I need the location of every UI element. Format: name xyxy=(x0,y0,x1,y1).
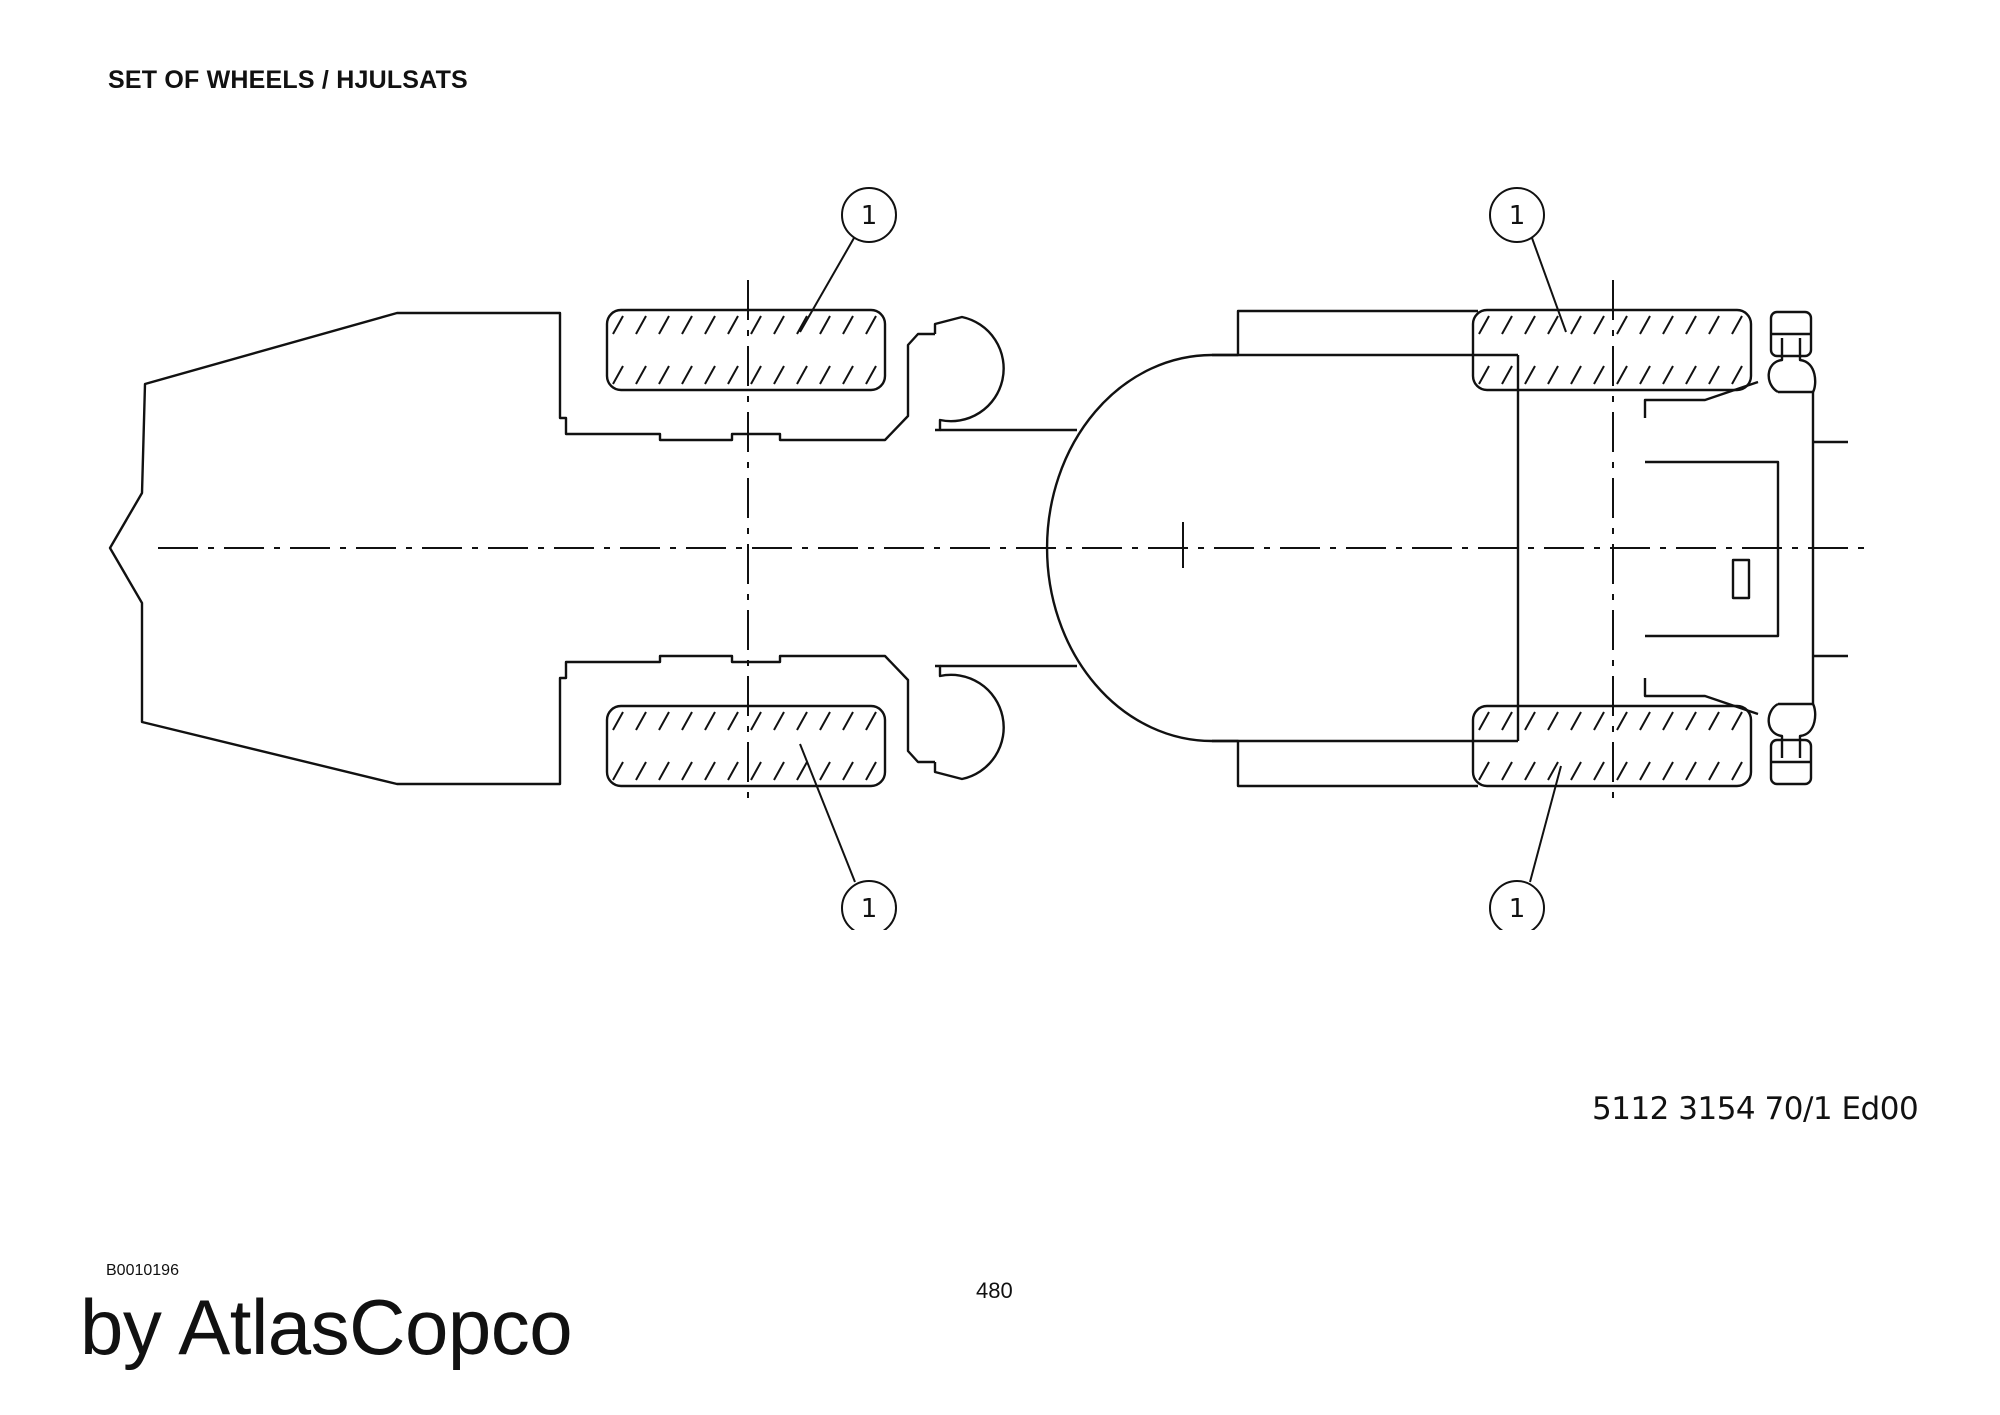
rear-frame xyxy=(1045,309,1520,788)
page-number: 480 xyxy=(976,1278,1013,1303)
lower-lamp-post xyxy=(1767,702,1817,758)
centerlines xyxy=(158,280,1870,808)
callout-rear-upper: 1 xyxy=(1489,187,1567,333)
document-reference: 5112 3154 70/1 Ed00 xyxy=(1592,1091,1919,1127)
callouts: 1 1 1 1 xyxy=(799,187,1567,944)
tires xyxy=(605,308,1753,788)
callout-label: 1 xyxy=(1509,894,1526,924)
image-id: B0010196 xyxy=(106,1262,179,1279)
rear-dome xyxy=(1045,353,1213,743)
front-upper-step xyxy=(556,311,935,442)
front-lower-step xyxy=(556,654,935,786)
bumper-slot xyxy=(1731,558,1751,600)
upper-hitch-lobe xyxy=(933,315,1005,432)
tire-rear-lower xyxy=(1471,704,1753,788)
tire-front-upper xyxy=(605,308,887,392)
front-frame xyxy=(108,311,1005,786)
rear-bumper xyxy=(1643,310,1848,786)
bumper-inner-box xyxy=(1645,460,1780,638)
callout-rear-lower: 1 xyxy=(1489,765,1562,936)
tire-rear-upper xyxy=(1471,308,1753,392)
callout-front-upper: 1 xyxy=(799,187,897,333)
callout-label: 1 xyxy=(861,201,878,231)
lower-hitch-lobe xyxy=(933,664,1005,781)
upper-lamp-post xyxy=(1767,338,1817,394)
callout-front-lower: 1 xyxy=(799,743,897,936)
bumper-lower-bracket xyxy=(1643,678,1759,716)
callout-label: 1 xyxy=(1509,201,1526,231)
callout-label: 1 xyxy=(861,894,878,924)
tire-front-lower xyxy=(605,704,887,788)
front-frame-outline xyxy=(108,311,556,786)
page-title: SET OF WHEELS / HJULSATS xyxy=(108,66,468,94)
brand-watermark: by AtlasCopco xyxy=(80,1283,573,1371)
bumper-bar xyxy=(1778,390,1815,706)
rear-lower-outline xyxy=(1212,739,1478,788)
rear-upper-outline xyxy=(1212,309,1478,357)
bumper-upper-bracket xyxy=(1643,380,1759,418)
